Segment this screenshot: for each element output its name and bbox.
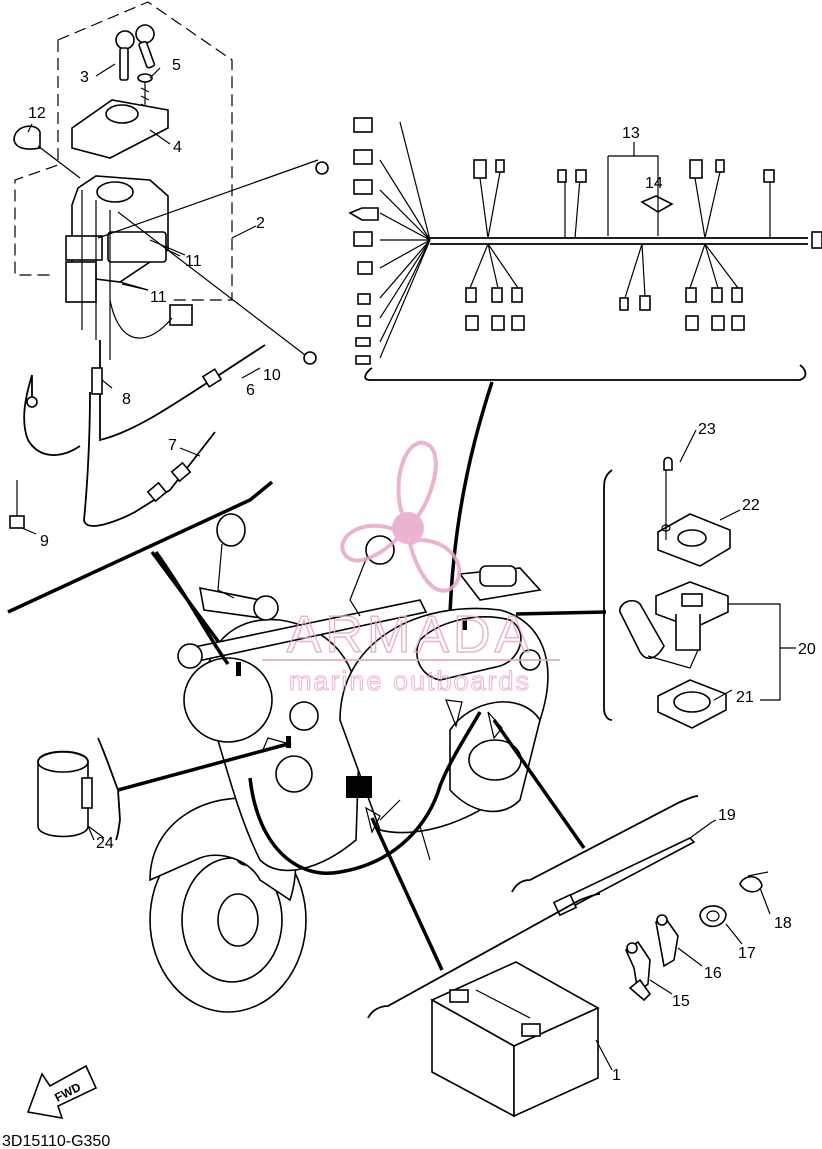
callout-17: 17 bbox=[738, 945, 756, 962]
wire-harness-group bbox=[348, 117, 822, 381]
callout-21: 21 bbox=[736, 689, 754, 706]
switch-cap bbox=[13, 125, 41, 150]
callout-20: 20 bbox=[798, 641, 816, 658]
callout-4: 4 bbox=[173, 139, 182, 156]
connector-icon bbox=[465, 231, 822, 331]
cable-tie-part bbox=[552, 821, 713, 917]
scooter-illustration bbox=[149, 513, 549, 1013]
watermark: ARMADA marine outboards bbox=[262, 440, 560, 697]
callout-numbers: 1 2 3 4 5 6 7 8 9 10 11 11 12 13 14 15 1… bbox=[28, 57, 816, 1084]
callout-9: 9 bbox=[40, 533, 49, 550]
callout-8: 8 bbox=[122, 391, 131, 408]
relay-part bbox=[37, 737, 121, 841]
callout-6: 6 bbox=[246, 382, 255, 399]
battery-part bbox=[367, 893, 613, 1118]
fuse-icon bbox=[640, 195, 674, 213]
clamp-parts bbox=[624, 871, 769, 1002]
callout-24: 24 bbox=[96, 835, 114, 852]
fwd-arrow-icon: FWD bbox=[26, 1064, 98, 1120]
callout-7: 7 bbox=[168, 437, 177, 454]
callout-23: 23 bbox=[698, 421, 716, 438]
callout-12: 12 bbox=[28, 105, 46, 122]
battery-location-mark bbox=[346, 776, 372, 798]
callout-14: 14 bbox=[645, 175, 663, 192]
callout-11b: 11 bbox=[150, 289, 167, 306]
callout-11a: 11 bbox=[185, 253, 202, 270]
watermark-tagline: marine outboards bbox=[289, 666, 531, 696]
key-icon bbox=[115, 24, 156, 81]
callout-19: 19 bbox=[718, 807, 736, 824]
callout-2: 2 bbox=[256, 215, 265, 232]
callout-15: 15 bbox=[672, 993, 690, 1010]
switch-cover-plate bbox=[71, 99, 169, 159]
ignition-assembly-group bbox=[9, 1, 329, 529]
callout-22: 22 bbox=[742, 497, 760, 514]
callout-18: 18 bbox=[774, 915, 792, 932]
fuel-sender-group bbox=[603, 456, 796, 729]
callout-1: 1 bbox=[612, 1067, 621, 1084]
propeller-logo-icon bbox=[340, 440, 462, 593]
callout-13: 13 bbox=[622, 125, 640, 142]
diagram-code: 3D15110-G350 bbox=[2, 1133, 110, 1149]
callout-10: 10 bbox=[263, 367, 281, 384]
callout-16: 16 bbox=[704, 965, 722, 982]
watermark-brand: ARMADA bbox=[287, 606, 533, 664]
callout-leaders bbox=[21, 63, 771, 995]
section-bracket-left bbox=[7, 480, 274, 614]
callout-5: 5 bbox=[172, 57, 181, 74]
callout-3: 3 bbox=[80, 69, 89, 86]
connector-icon bbox=[348, 117, 379, 365]
